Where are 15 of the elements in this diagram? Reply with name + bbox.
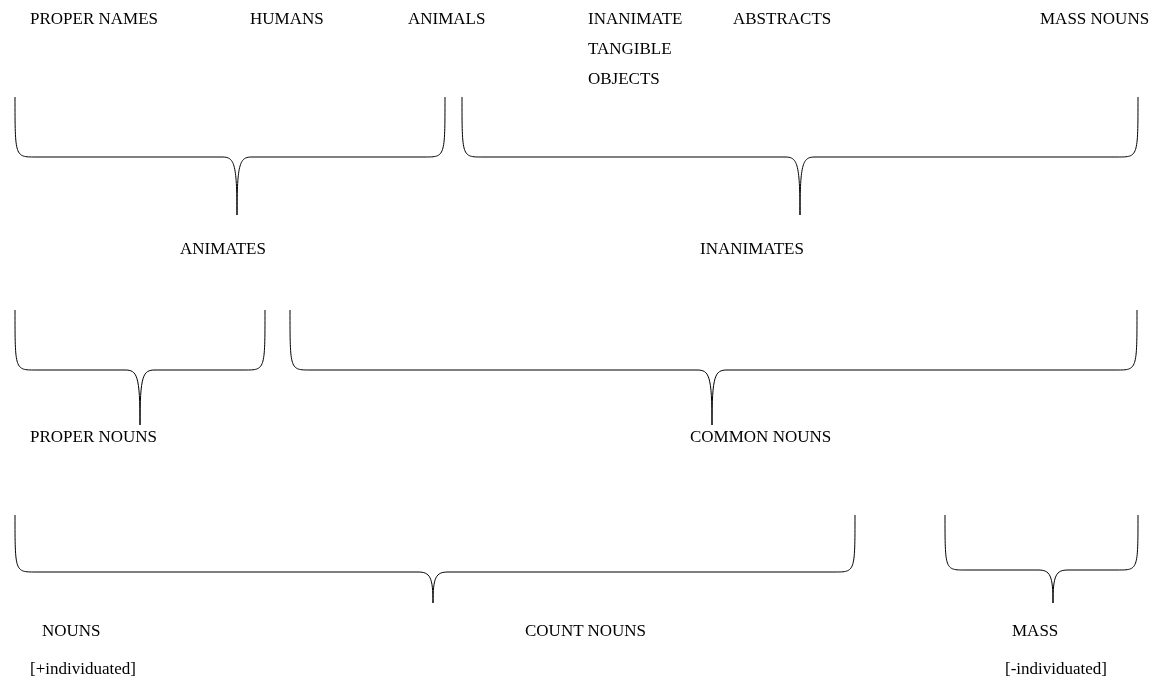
category-label: HUMANS: [250, 8, 324, 30]
category-label: ABSTRACTS: [733, 8, 832, 30]
category-label: [-individuated]: [1005, 658, 1107, 680]
category-label: ANIMALS: [408, 8, 486, 30]
category-label: PROPER NOUNS: [30, 426, 158, 448]
category-label: INANIMATES: [700, 238, 804, 260]
category-label: MASS: [1012, 620, 1059, 642]
category-label: [+individuated]: [30, 658, 136, 680]
category-label: COUNT NOUNS: [525, 620, 647, 642]
category-label: COMMON NOUNS: [690, 426, 832, 448]
category-label: PROPER NAMES: [30, 8, 158, 30]
category-label: MASS NOUNS: [1040, 8, 1150, 30]
category-label: NOUNS: [42, 620, 101, 642]
category-label: ANIMATES: [180, 238, 266, 260]
category-label: INANIMATE TANGIBLE OBJECTS: [588, 8, 684, 90]
